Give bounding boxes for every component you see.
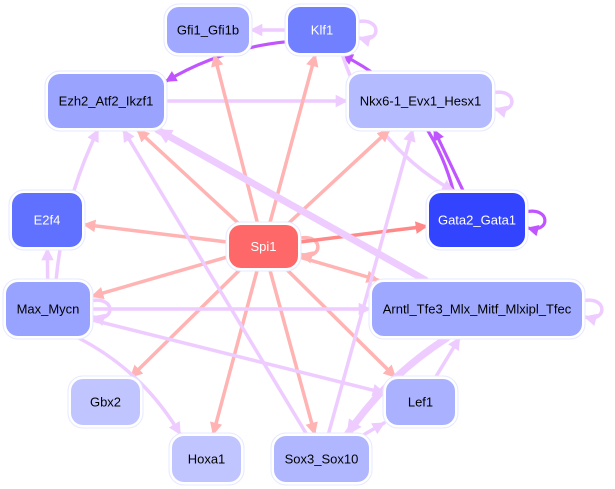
edge-Spi1-to-Gfi1_Gfi1b xyxy=(211,53,260,225)
node-box xyxy=(429,193,525,247)
edge-Sox3_Sox10-to-Nkx6-1_Evx1_Hesx1 xyxy=(326,128,416,436)
edge-Arntl_Tfe3_Mlx_Mitf_Mlxipl_Tfec-to-Ezh2_Atf2_Ikzf1 xyxy=(154,126,429,284)
edge-Gata2_Gata1-to-Gata2_Gata1 xyxy=(523,209,547,237)
edge-Spi1-to-Lef1 xyxy=(285,268,398,379)
node-e2f4[interactable]: E2f4 xyxy=(8,189,86,251)
node-label: Max_Mycn xyxy=(17,302,80,317)
edge-Max_Mycn-to-Lef1 xyxy=(90,318,386,397)
node-box xyxy=(229,225,298,268)
node-sox3_sox10[interactable]: Sox3_Sox10 xyxy=(270,432,373,486)
node-box xyxy=(372,282,582,336)
node-label: Sox3_Sox10 xyxy=(285,452,359,467)
edge-Spi1-to-Gata2_Gata1 xyxy=(298,221,429,244)
node-box xyxy=(71,379,140,425)
edge-Nkx6-1_Evx1_Hesx1-to-Nkx6-1_Evx1_Hesx1 xyxy=(490,90,514,118)
edge-Spi1-to-Gbx2 xyxy=(129,268,242,379)
node-box xyxy=(48,74,164,128)
node-gbx2[interactable]: Gbx2 xyxy=(67,375,144,429)
node-hoxa1[interactable]: Hoxa1 xyxy=(168,432,245,486)
edge-Sox3_Sox10-to-Ezh2_Atf2_Ikzf1 xyxy=(121,128,309,436)
node-label: Nkx6-1_Evx1_Hesx1 xyxy=(360,94,481,109)
edge-Spi1-to-Ezh2_Atf2_Ikzf1 xyxy=(135,128,240,225)
node-label: Hoxa1 xyxy=(188,452,226,467)
node-label: Lef1 xyxy=(408,395,433,410)
edge-Spi1-to-Sox3_Sox10 xyxy=(268,268,318,436)
node-box xyxy=(288,7,356,53)
edge-Spi1-to-Hoxa1 xyxy=(210,268,259,436)
node-gata2_gata1[interactable]: Gata2_Gata1 xyxy=(425,189,529,251)
node-box xyxy=(386,379,455,425)
edge-Spi1-to-Nkx6-1_Evx1_Hesx1 xyxy=(287,128,391,225)
edge-Spi1-to-E2f4 xyxy=(82,219,229,244)
node-spi1[interactable]: Spi1 xyxy=(225,221,302,272)
node-label: Klf1 xyxy=(311,23,333,38)
node-lef1[interactable]: Lef1 xyxy=(382,375,459,429)
edge-Spi1-to-Spi1 xyxy=(296,235,320,264)
node-label: Gata2_Gata1 xyxy=(438,213,516,228)
node-label: Ezh2_Atf2_Ikzf1 xyxy=(59,94,154,109)
edge-Gata2_Gata1-to-Nkx6-1_Evx1_Hesx1 xyxy=(432,128,465,193)
edge-Arntl_Tfe3_Mlx_Mitf_Mlxipl_Tfec-to-Arntl_Tfe3_Mlx_Mitf_Mlxipl_Tfec xyxy=(580,298,604,326)
edge-Sox3_Sox10-to-Lef1 xyxy=(363,421,386,436)
node-label: Gfi1_Gfi1b xyxy=(177,23,239,38)
edge-Spi1-to-Arntl_Tfe3_Mlx_Mitf_Mlxipl_Tfec xyxy=(298,255,380,283)
node-gfi1_gfi1b[interactable]: Gfi1_Gfi1b xyxy=(163,3,253,57)
node-box xyxy=(349,74,492,128)
edge-Lef1-to-Arntl_Tfe3_Mlx_Mitf_Mlxipl_Tfec xyxy=(433,336,462,379)
node-max_mycn[interactable]: Max_Mycn xyxy=(2,278,94,340)
node-box xyxy=(12,193,82,247)
node-label: Gbx2 xyxy=(90,395,121,410)
node-box xyxy=(167,7,249,53)
node-box xyxy=(274,436,369,482)
node-label: Arntl_Tfe3_Mlx_Mitf_Mlxipl_Tfec xyxy=(383,302,572,317)
node-arntl_tfe3_mlx_mitf_mlxipl_tfec[interactable]: Arntl_Tfe3_Mlx_Mitf_Mlxipl_Tfec xyxy=(368,278,586,340)
node-label: E2f4 xyxy=(34,213,61,228)
node-nkx6-1_evx1_hesx1[interactable]: Nkx6-1_Evx1_Hesx1 xyxy=(345,70,496,132)
edge-Spi1-to-Max_Mycn xyxy=(90,255,229,300)
node-ezh2_atf2_ikzf1[interactable]: Ezh2_Atf2_Ikzf1 xyxy=(44,70,168,132)
node-box xyxy=(172,436,241,482)
edge-Klf1-to-Klf1 xyxy=(354,19,378,47)
node-klf1[interactable]: Klf1 xyxy=(284,3,360,57)
node-label: Spi1 xyxy=(250,239,276,254)
node-box xyxy=(6,282,90,336)
